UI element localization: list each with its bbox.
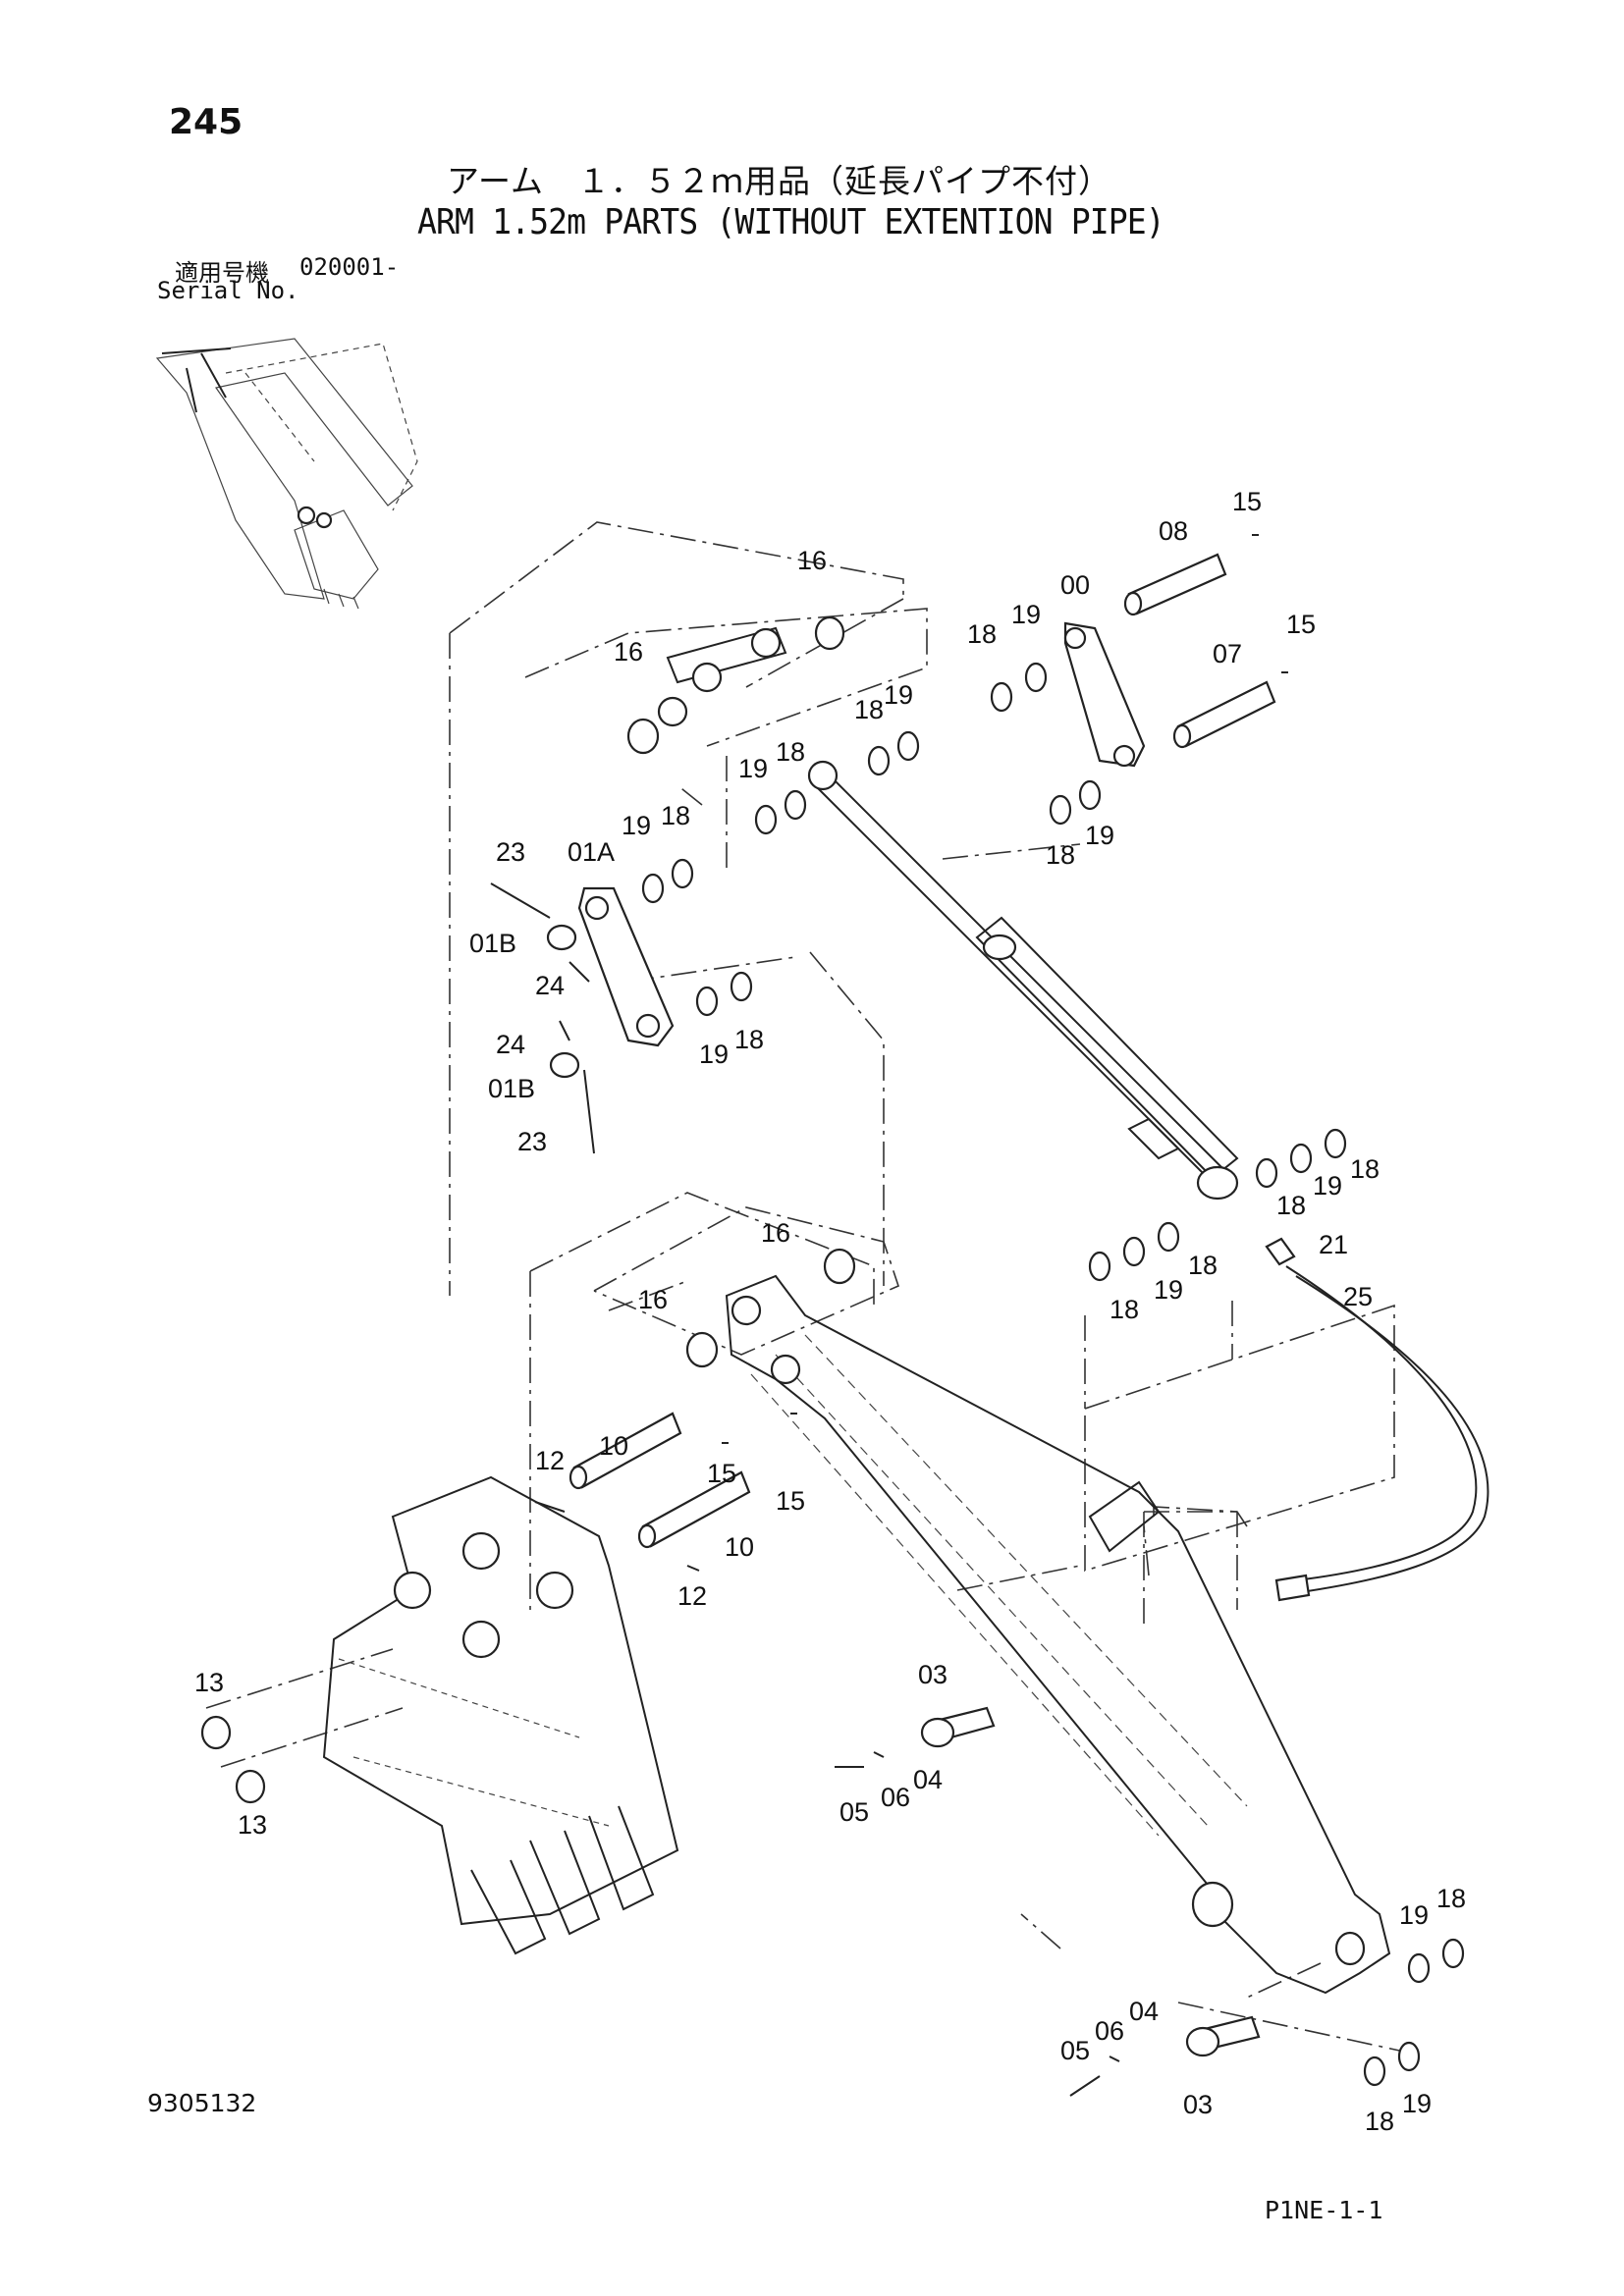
washers xyxy=(200,615,1465,2087)
callout-12: 12 xyxy=(677,1581,707,1611)
serial-label-english: Serial No. xyxy=(157,277,299,304)
callout-18: 18 xyxy=(1350,1154,1380,1184)
callout-00: 00 xyxy=(1060,570,1090,600)
callout-15: 15 xyxy=(707,1459,736,1488)
callout-19: 19 xyxy=(1402,2089,1432,2118)
callout-03: 03 xyxy=(1183,2090,1213,2119)
callout-23: 23 xyxy=(517,1127,547,1156)
callout-25: 25 xyxy=(1343,1282,1373,1311)
callout-19: 19 xyxy=(699,1040,729,1069)
callout-19: 19 xyxy=(622,811,651,840)
callout-16: 16 xyxy=(797,546,827,575)
arm-body xyxy=(725,1274,1391,1995)
callout-06: 06 xyxy=(881,1783,910,1812)
bolts xyxy=(490,534,1288,2097)
serial-code: 020001- xyxy=(299,253,400,281)
callout-19: 19 xyxy=(884,680,913,710)
callout-18: 18 xyxy=(1046,840,1075,870)
page-number: 245 xyxy=(169,102,244,142)
callout-08: 08 xyxy=(1159,516,1188,546)
arm-cylinder xyxy=(807,760,1239,1201)
callout-15: 15 xyxy=(1232,487,1262,516)
pins xyxy=(568,553,1276,2057)
callout-13: 13 xyxy=(238,1810,267,1840)
callout-16: 16 xyxy=(638,1285,668,1314)
assembly-guide-lines xyxy=(205,521,1405,2053)
callout-04: 04 xyxy=(913,1765,943,1794)
callout-18: 18 xyxy=(1110,1295,1139,1324)
callout-04: 04 xyxy=(1129,1997,1159,2026)
callout-10: 10 xyxy=(725,1532,754,1562)
callout-18: 18 xyxy=(661,801,690,830)
callout-21: 21 xyxy=(1319,1230,1348,1259)
callout-05: 05 xyxy=(1060,2036,1090,2065)
callout-13: 13 xyxy=(194,1668,224,1697)
links xyxy=(577,621,1146,1047)
hoses xyxy=(1265,1237,1489,1602)
callout-18: 18 xyxy=(1276,1191,1306,1220)
callout-18: 18 xyxy=(854,695,884,724)
callout-24: 24 xyxy=(496,1030,525,1059)
serial-label-japanese: 適用号機 xyxy=(175,259,269,287)
callout-19: 19 xyxy=(1399,1900,1429,1930)
callout-15: 15 xyxy=(1286,610,1316,639)
callout-19: 19 xyxy=(1313,1171,1342,1201)
page-reference: P1NE-1-1 xyxy=(1265,2196,1383,2224)
locator-thumbnail xyxy=(155,338,418,610)
callout-12: 12 xyxy=(535,1446,565,1475)
callout-07: 07 xyxy=(1213,639,1242,668)
callout-labels: 15 08 16 00 19 18 15 07 16 18 19 19 18 1… xyxy=(194,487,1466,2136)
callout-18: 18 xyxy=(1365,2107,1394,2136)
callout-19: 19 xyxy=(738,754,768,783)
callout-23: 23 xyxy=(496,837,525,867)
callout-06: 06 xyxy=(1095,2016,1124,2046)
bucket xyxy=(322,1475,679,1955)
callout-16: 16 xyxy=(761,1218,790,1248)
callout-05: 05 xyxy=(839,1797,869,1827)
callout-18: 18 xyxy=(776,737,805,767)
callout-19: 19 xyxy=(1154,1275,1183,1305)
callout-01B: 01B xyxy=(469,929,516,958)
callout-01B: 01B xyxy=(488,1074,535,1103)
callout-19: 19 xyxy=(1011,600,1041,629)
callout-19: 19 xyxy=(1085,821,1114,850)
callout-15: 15 xyxy=(776,1486,805,1516)
callout-18: 18 xyxy=(967,619,997,649)
callout-03: 03 xyxy=(918,1660,947,1689)
callout-16: 16 xyxy=(614,637,643,667)
callout-18: 18 xyxy=(1188,1251,1218,1280)
page-title-english: ARM 1.52m PARTS (WITHOUT EXTENTION PIPE) xyxy=(417,202,1165,242)
callout-10: 10 xyxy=(599,1431,628,1461)
callout-18: 18 xyxy=(734,1025,764,1054)
callout-18: 18 xyxy=(1436,1884,1466,1913)
page-title-japanese: アーム １．５２ｍ用品（延長パイプ不付） xyxy=(447,162,1112,200)
callout-01A: 01A xyxy=(568,837,615,867)
document-number: 9305132 xyxy=(147,2089,257,2117)
callout-24: 24 xyxy=(535,971,565,1000)
